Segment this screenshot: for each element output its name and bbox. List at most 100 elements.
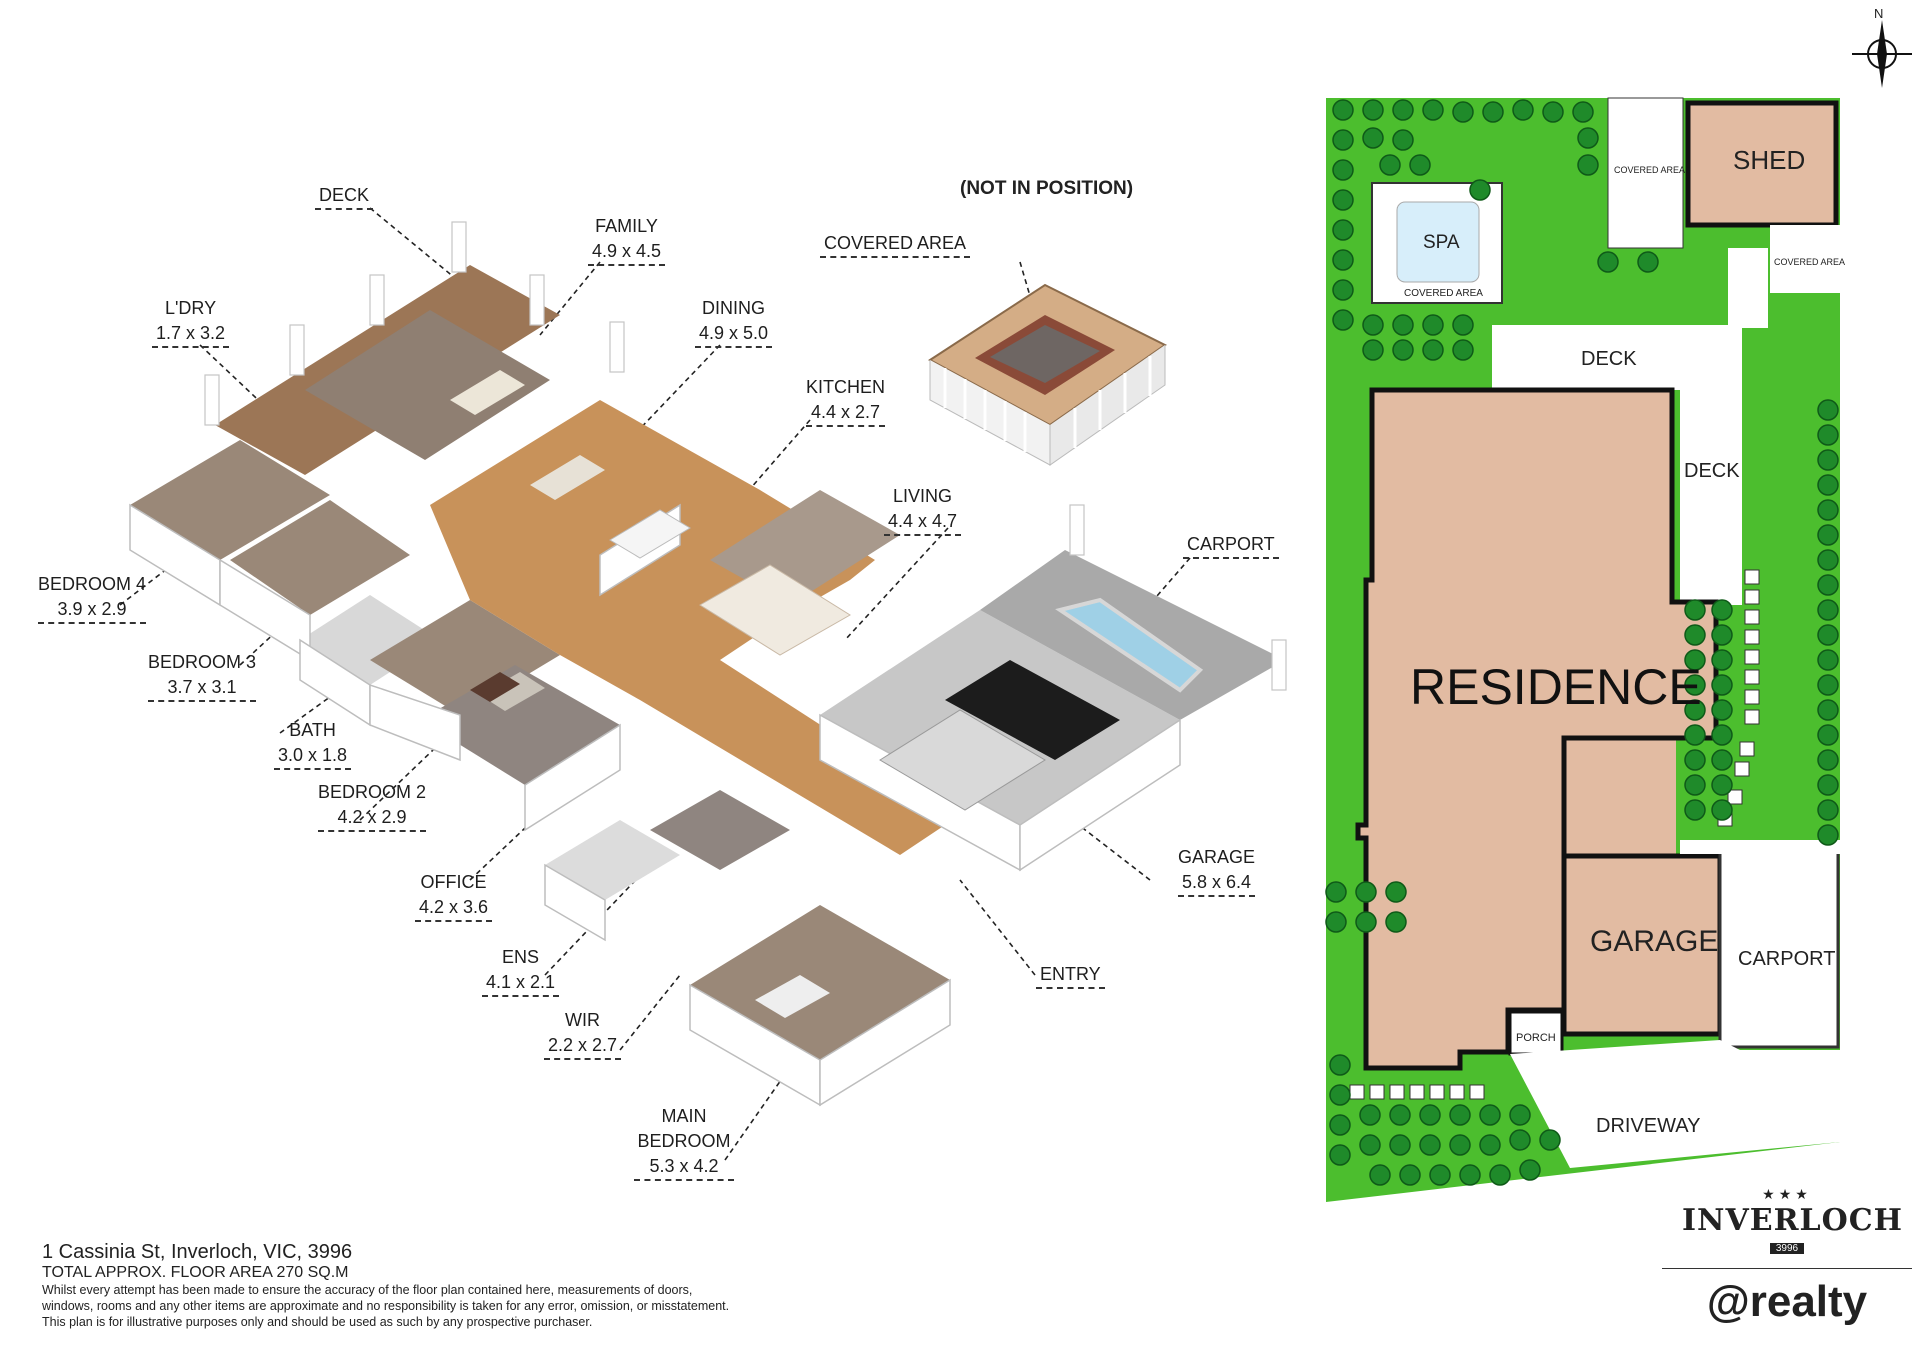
covered-area-label-2: COVERED AREA (1774, 257, 1846, 267)
room-label-bedroom-3: BEDROOM 3 3.7 x 3.1 (148, 650, 257, 702)
tree-icon (1419, 1134, 1441, 1156)
tree-icon (1392, 99, 1414, 121)
tree-icon (1577, 154, 1599, 176)
tree-icon (1385, 911, 1407, 933)
room-dims: 4.2 x 3.6 (415, 895, 493, 922)
deck-top-label: DECK (1581, 348, 1637, 370)
tree-icon (1817, 599, 1839, 621)
room-name: COVERED AREA (820, 231, 971, 258)
tree-icon (1479, 1104, 1501, 1126)
residence-label: RESIDENCE (1410, 659, 1702, 715)
carport-label: CARPORT (1738, 948, 1836, 970)
room-name: FAMILY (595, 216, 658, 236)
tree-icon (1684, 599, 1706, 621)
tree-icon (1817, 774, 1839, 796)
realty-logo: @realty (1682, 1277, 1892, 1327)
tree-icon (1452, 339, 1474, 361)
room-dims: 4.9 x 5.0 (695, 321, 773, 348)
tree-icon (1329, 1144, 1351, 1166)
tree-icon (1711, 599, 1733, 621)
tree-icon (1684, 774, 1706, 796)
room-name: WIR (565, 1010, 601, 1030)
room-label-bath: BATH 3.0 x 1.8 (274, 718, 352, 770)
room-name: DECK (315, 183, 374, 210)
room-dims: 4.1 x 2.1 (482, 970, 560, 997)
tree-icon (1369, 1164, 1391, 1186)
room-label-deck: DECK (315, 183, 374, 210)
tree-icon (1452, 314, 1474, 336)
footer: 1 Cassinia St, Inverloch, VIC, 3996 TOTA… (42, 1240, 802, 1330)
floor-area: TOTAL APPROX. FLOOR AREA 270 SQ.M (42, 1264, 349, 1281)
tree-icon (1392, 339, 1414, 361)
room-dims: 4.2 x 2.9 (318, 805, 427, 832)
room-dims: 4.9 x 4.5 (588, 239, 666, 266)
tree-icon (1684, 699, 1706, 721)
room-name: ENS (502, 947, 540, 967)
shed-shape (1685, 100, 1839, 228)
room-name: DINING (702, 298, 766, 318)
tree-icon (1684, 649, 1706, 671)
tree-icon (1817, 674, 1839, 696)
stepping-stones (1349, 569, 1760, 1100)
tree-icon (1817, 749, 1839, 771)
tree-icon (1362, 127, 1384, 149)
tree-icon (1817, 399, 1839, 421)
tree-icon (1449, 1104, 1471, 1126)
covered-area-spa-illustration (928, 283, 1167, 466)
disclaimer-line-3: This plan is for illustrative purposes o… (42, 1315, 593, 1329)
tree-icon (1542, 101, 1564, 123)
room-name: GARAGE (1178, 847, 1256, 867)
room-name: L'DRY (164, 298, 217, 318)
north-arrow-icon (1852, 20, 1912, 88)
tree-icon (1469, 179, 1491, 201)
room-name: BEDROOM 2 (318, 782, 427, 802)
room-name: OFFICE (420, 872, 487, 892)
spa-label: SPA (1423, 232, 1460, 253)
tree-icon (1817, 524, 1839, 546)
room-dims: 3.9 x 2.9 (38, 597, 147, 624)
room-dims: 3.7 x 3.1 (148, 675, 257, 702)
tree-icon (1711, 674, 1733, 696)
room-name: BATH (289, 720, 336, 740)
porch-label: PORCH (1516, 1032, 1556, 1044)
room-dims: 3.0 x 1.8 (274, 743, 352, 770)
room-label-office: OFFICE 4.2 x 3.6 (415, 870, 493, 922)
garage-shape (1561, 853, 1723, 1037)
tree-icon (1711, 774, 1733, 796)
room-label-bedroom-2: BEDROOM 2 4.2 x 2.9 (318, 780, 427, 832)
property-address: 1 Cassinia St, Inverloch, VIC, 3996 (42, 1241, 353, 1263)
tree-icon (1539, 1129, 1561, 1151)
tree-icon (1332, 219, 1354, 241)
tree-icon (1362, 314, 1384, 336)
room-name: LIVING (893, 486, 953, 506)
room-label-kitchen: KITCHEN 4.4 x 2.7 (806, 375, 886, 427)
room-label-main-bedroom: MAIN BEDROOM 5.3 x 4.2 (634, 1104, 734, 1181)
tree-icon (1385, 881, 1407, 903)
trees (1325, 99, 1839, 1186)
tree-icon (1817, 449, 1839, 471)
tree-icon (1332, 309, 1354, 331)
star-icons: ★★★ (1762, 1186, 1812, 1202)
tree-icon (1332, 99, 1354, 121)
tree-icon (1329, 1084, 1351, 1106)
deck-side-label: DECK (1684, 460, 1740, 482)
north-label: N (1874, 6, 1884, 21)
floor-plan-3d (119, 207, 1287, 1161)
room-label-carport: CARPORT (1183, 532, 1279, 559)
site-plan (1325, 20, 1912, 1202)
furniture-hints (450, 370, 1204, 1018)
porch-shape (1508, 1010, 1564, 1056)
covered-area-label-1: COVERED AREA (1614, 165, 1686, 175)
tree-icon (1399, 1164, 1421, 1186)
room-name: ENTRY (1036, 962, 1105, 989)
inverloch-logo: INVERLOCH (1682, 1203, 1903, 1238)
realty-logo-text: @realty (1706, 1277, 1868, 1326)
tree-icon (1422, 339, 1444, 361)
tree-icon (1329, 1054, 1351, 1076)
tree-icon (1817, 549, 1839, 571)
tree-icon (1392, 129, 1414, 151)
tree-icon (1329, 1114, 1351, 1136)
room-name: MAIN BEDROOM (637, 1106, 731, 1151)
tree-icon (1684, 724, 1706, 746)
tree-icon (1711, 799, 1733, 821)
